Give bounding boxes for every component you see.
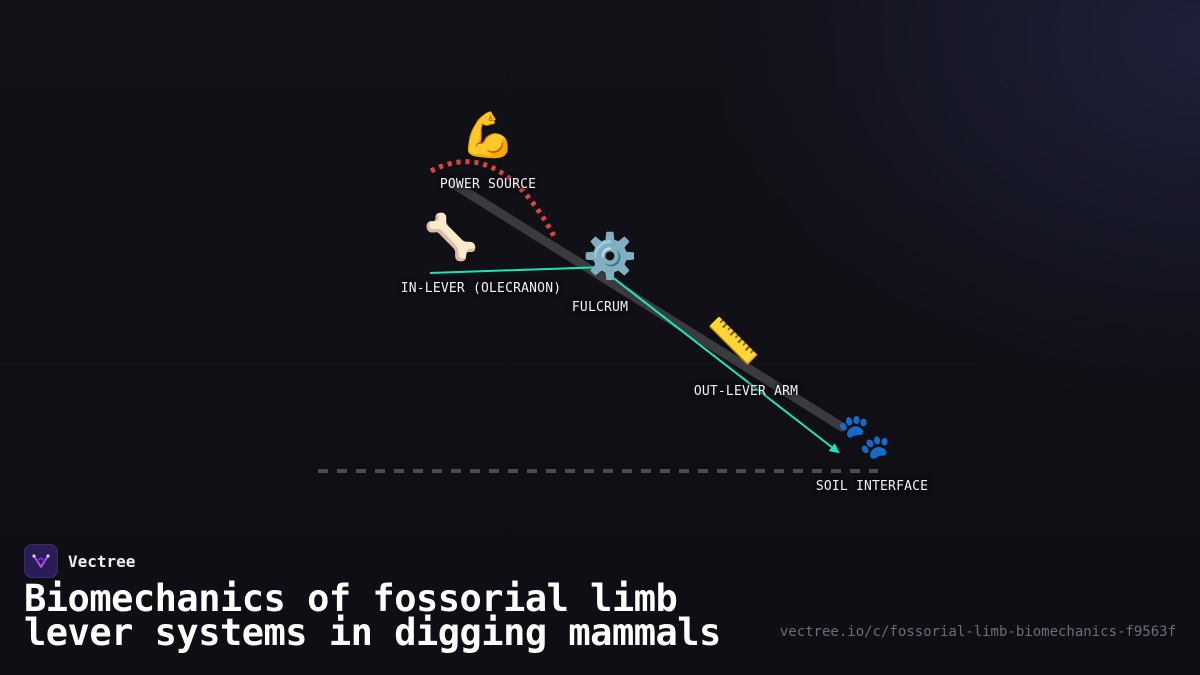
source-url: vectree.io/c/fossorial-limb-biomechanics… — [779, 624, 1176, 640]
power-source-label: POWER SOURCE — [439, 177, 537, 192]
in-lever-force-arrow — [429, 262, 608, 274]
fulcrum-label: FULCRUM — [571, 300, 629, 315]
brand: Vectree — [24, 544, 135, 578]
soil-interface-label: SOIL INTERFACE — [815, 479, 929, 494]
out-lever-label: OUT-LEVER ARM — [693, 384, 799, 399]
bone-icon: 🦴 — [423, 212, 479, 263]
vectree-logo-icon — [24, 544, 58, 578]
straight-ruler-icon: 📏 — [705, 316, 761, 367]
out-lever-force-arrow — [597, 265, 840, 454]
paw-prints-icon: 🐾 — [836, 411, 892, 462]
brand-name: Vectree — [68, 551, 136, 571]
flexed-biceps-icon: 💪 — [460, 110, 516, 161]
in-lever-label: IN-LEVER (OLECRANON) — [400, 281, 562, 296]
page-title: Biomechanics of fossorial limb lever sys… — [24, 577, 721, 654]
gear-icon: ⚙️ — [582, 231, 638, 282]
